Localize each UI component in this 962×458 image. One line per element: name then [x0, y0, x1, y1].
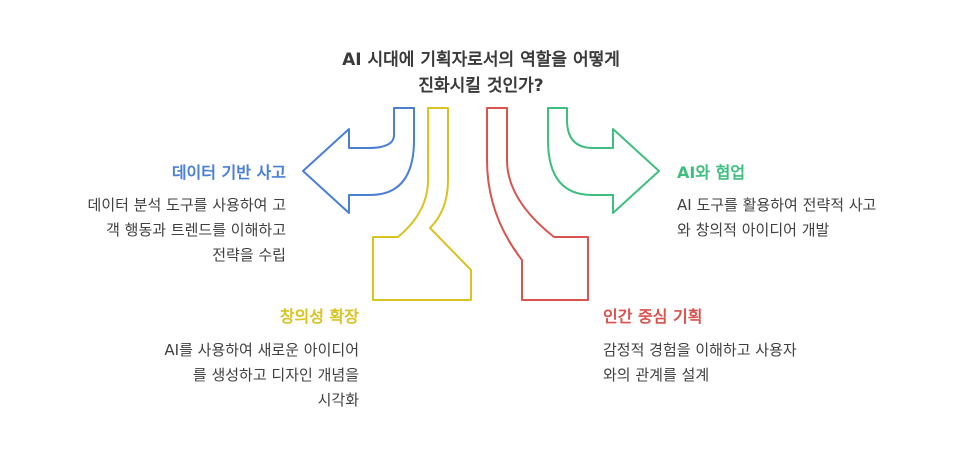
arrow-human-centered [486, 107, 589, 301]
desc-creativity: AI를 사용하여 새로운 아이디어 를 생성하고 디자인 개념을 시각화 [164, 338, 359, 413]
desc-line: 와의 관계를 설계 [603, 366, 710, 384]
arrow-data-driven [302, 107, 415, 214]
heading-creativity: 창의성 확장 [279, 307, 359, 326]
heading-human-centered: 인간 중심 기획 [603, 307, 703, 326]
desc-line: 전략을 수립 [212, 246, 286, 264]
heading-data-driven: 데이터 기반 사고 [171, 163, 286, 182]
arrow-ai-collab [547, 107, 660, 214]
desc-line: 객 행동과 트렌드를 이해하고 [106, 221, 286, 239]
desc-ai-collab: AI 도구를 활용하여 전략적 사고 와 창의적 아이디어 개발 [677, 193, 876, 243]
desc-line: AI 도구를 활용하여 전략적 사고 [677, 196, 877, 214]
title-line-2: 진화시킬 것인가? [418, 76, 544, 96]
desc-line: 데이터 분석 도구를 사용하여 고 [87, 196, 286, 214]
desc-line: 감정적 경험을 이해하고 사용자 [603, 341, 797, 359]
desc-line: AI를 사용하여 새로운 아이디어 [164, 341, 359, 359]
desc-human-centered: 감정적 경험을 이해하고 사용자 와의 관계를 설계 [603, 338, 797, 388]
desc-data-driven: 데이터 분석 도구를 사용하여 고 객 행동과 트렌드를 이해하고 전략을 수립 [88, 193, 286, 268]
arrow-creativity [372, 107, 472, 301]
desc-line: 를 생성하고 디자인 개념을 [192, 366, 359, 384]
desc-line: 시각화 [317, 391, 359, 409]
diagram-title: AI 시대에 기획자로서의 역할을 어떻게 진화시킬 것인가? [0, 47, 962, 99]
title-line-1: AI 시대에 기획자로서의 역할을 어떻게 [342, 50, 620, 70]
heading-ai-collab: AI와 협업 [677, 163, 746, 182]
desc-line: 와 창의적 아이디어 개발 [677, 221, 830, 239]
